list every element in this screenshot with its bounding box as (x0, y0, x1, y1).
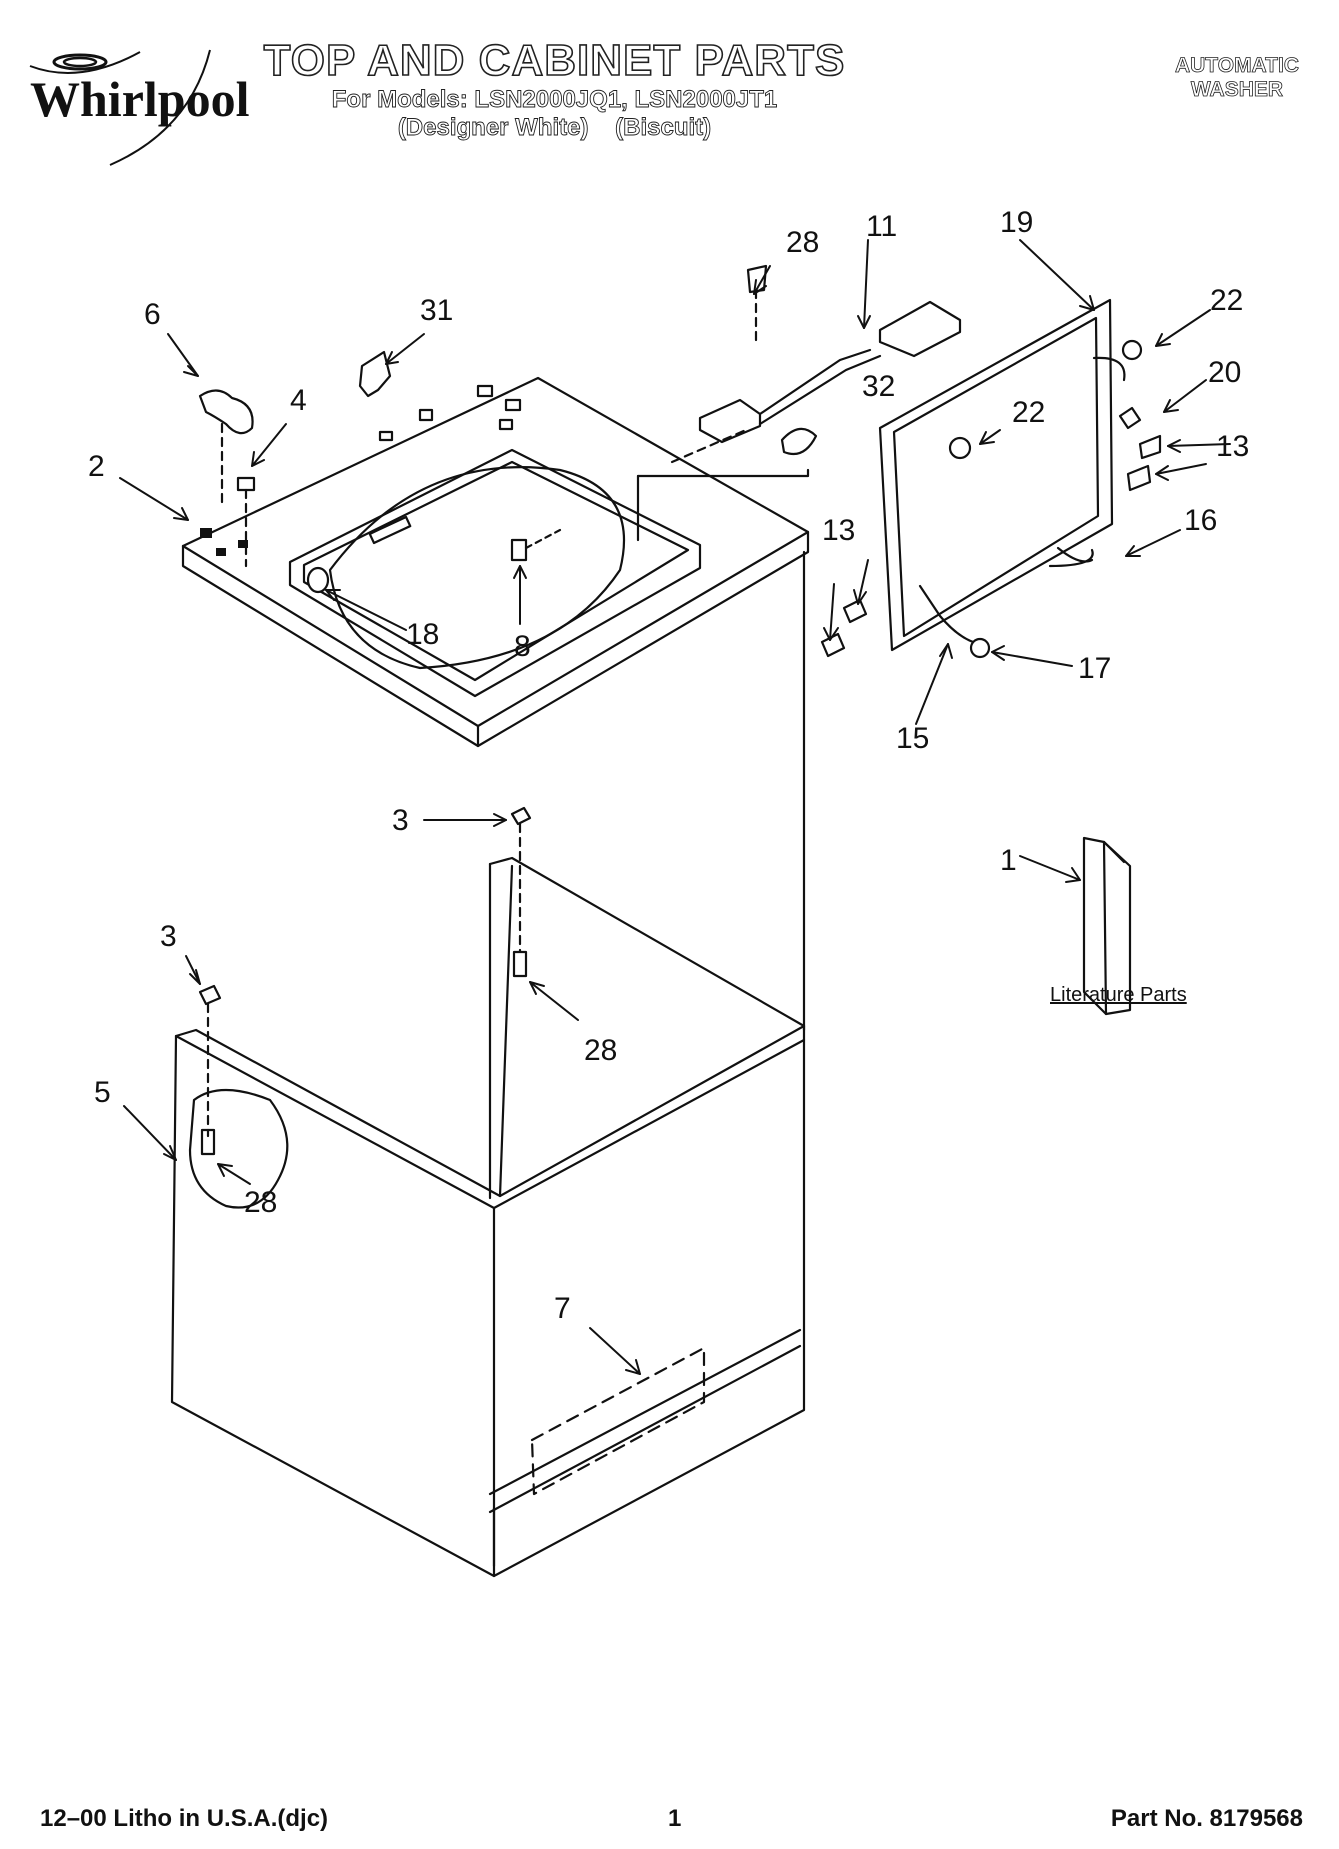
product-type-line2: WASHER (1190, 78, 1284, 102)
callout-1: 1 (1000, 844, 1017, 877)
callout-31: 31 (420, 294, 453, 327)
callout-22-right: 22 (1210, 284, 1243, 317)
callout-16: 16 (1184, 504, 1217, 537)
page-title: TOP AND CABINET PARTS (263, 35, 846, 86)
models-line: For Models: LSN2000JQ1, LSN2000JT1 (331, 86, 778, 114)
lid-switch (636, 264, 962, 542)
product-type: AUTOMATIC WASHER (1174, 54, 1300, 102)
colors-line: (Designer White) (Biscuit) (397, 114, 712, 142)
top-panel (181, 376, 810, 1032)
clip-4 (236, 476, 256, 492)
callout-18: 18 (406, 618, 439, 651)
callout-13-left: 13 (822, 514, 855, 547)
page-header: TOP AND CABINET PARTS For Models: LSN200… (0, 35, 1339, 142)
callout-5: 5 (94, 1076, 111, 1109)
cabinet-5 (170, 856, 806, 1578)
callout-28-top: 28 (786, 226, 819, 259)
callout-7: 7 (554, 1292, 571, 1325)
callout-6: 6 (144, 298, 161, 331)
literature-parts (1082, 836, 1132, 1016)
console-frame-19 (820, 298, 1162, 659)
product-type-line1: AUTOMATIC (1174, 54, 1300, 78)
footer-litho: 12–00 Litho in U.S.A.(djc) (40, 1805, 329, 1832)
callout-3-left: 3 (160, 920, 177, 953)
callout-22-left: 22 (1012, 396, 1045, 429)
leader-arrows (119, 239, 1231, 1375)
callout-20: 20 (1208, 356, 1241, 389)
literature-parts-label: Literature Parts (1050, 984, 1187, 1006)
callout-19: 19 (1000, 206, 1033, 239)
callout-28-middle: 28 (584, 1034, 617, 1067)
callout-3-top: 3 (392, 804, 409, 837)
swirl-logo-icon (29, 49, 211, 166)
callout-numbers: 1 2 3 3 4 5 6 7 8 11 13 13 15 16 17 18 1… (88, 206, 1249, 1325)
footer-page-number: 1 (668, 1805, 682, 1832)
callout-13-right: 13 (1216, 430, 1249, 463)
footer-part-number: Part No. 8179568 (1110, 1805, 1303, 1832)
pin-18 (306, 566, 330, 594)
callout-15: 15 (896, 722, 929, 755)
callout-2: 2 (88, 450, 105, 483)
callout-4: 4 (290, 384, 307, 417)
whirlpool-logo: Whirlpool (20, 30, 270, 170)
brand-name: Whirlpool (30, 71, 250, 127)
callout-11: 11 (866, 210, 897, 243)
bracket-31 (358, 350, 392, 398)
bolt-8 (510, 528, 562, 562)
hinge-6 (198, 389, 254, 435)
callout-32: 32 (862, 370, 895, 403)
clip-nuts-3 (198, 806, 532, 1138)
callout-28-left: 28 (244, 1186, 277, 1219)
callout-8: 8 (514, 630, 531, 663)
callout-17: 17 (1078, 652, 1111, 685)
